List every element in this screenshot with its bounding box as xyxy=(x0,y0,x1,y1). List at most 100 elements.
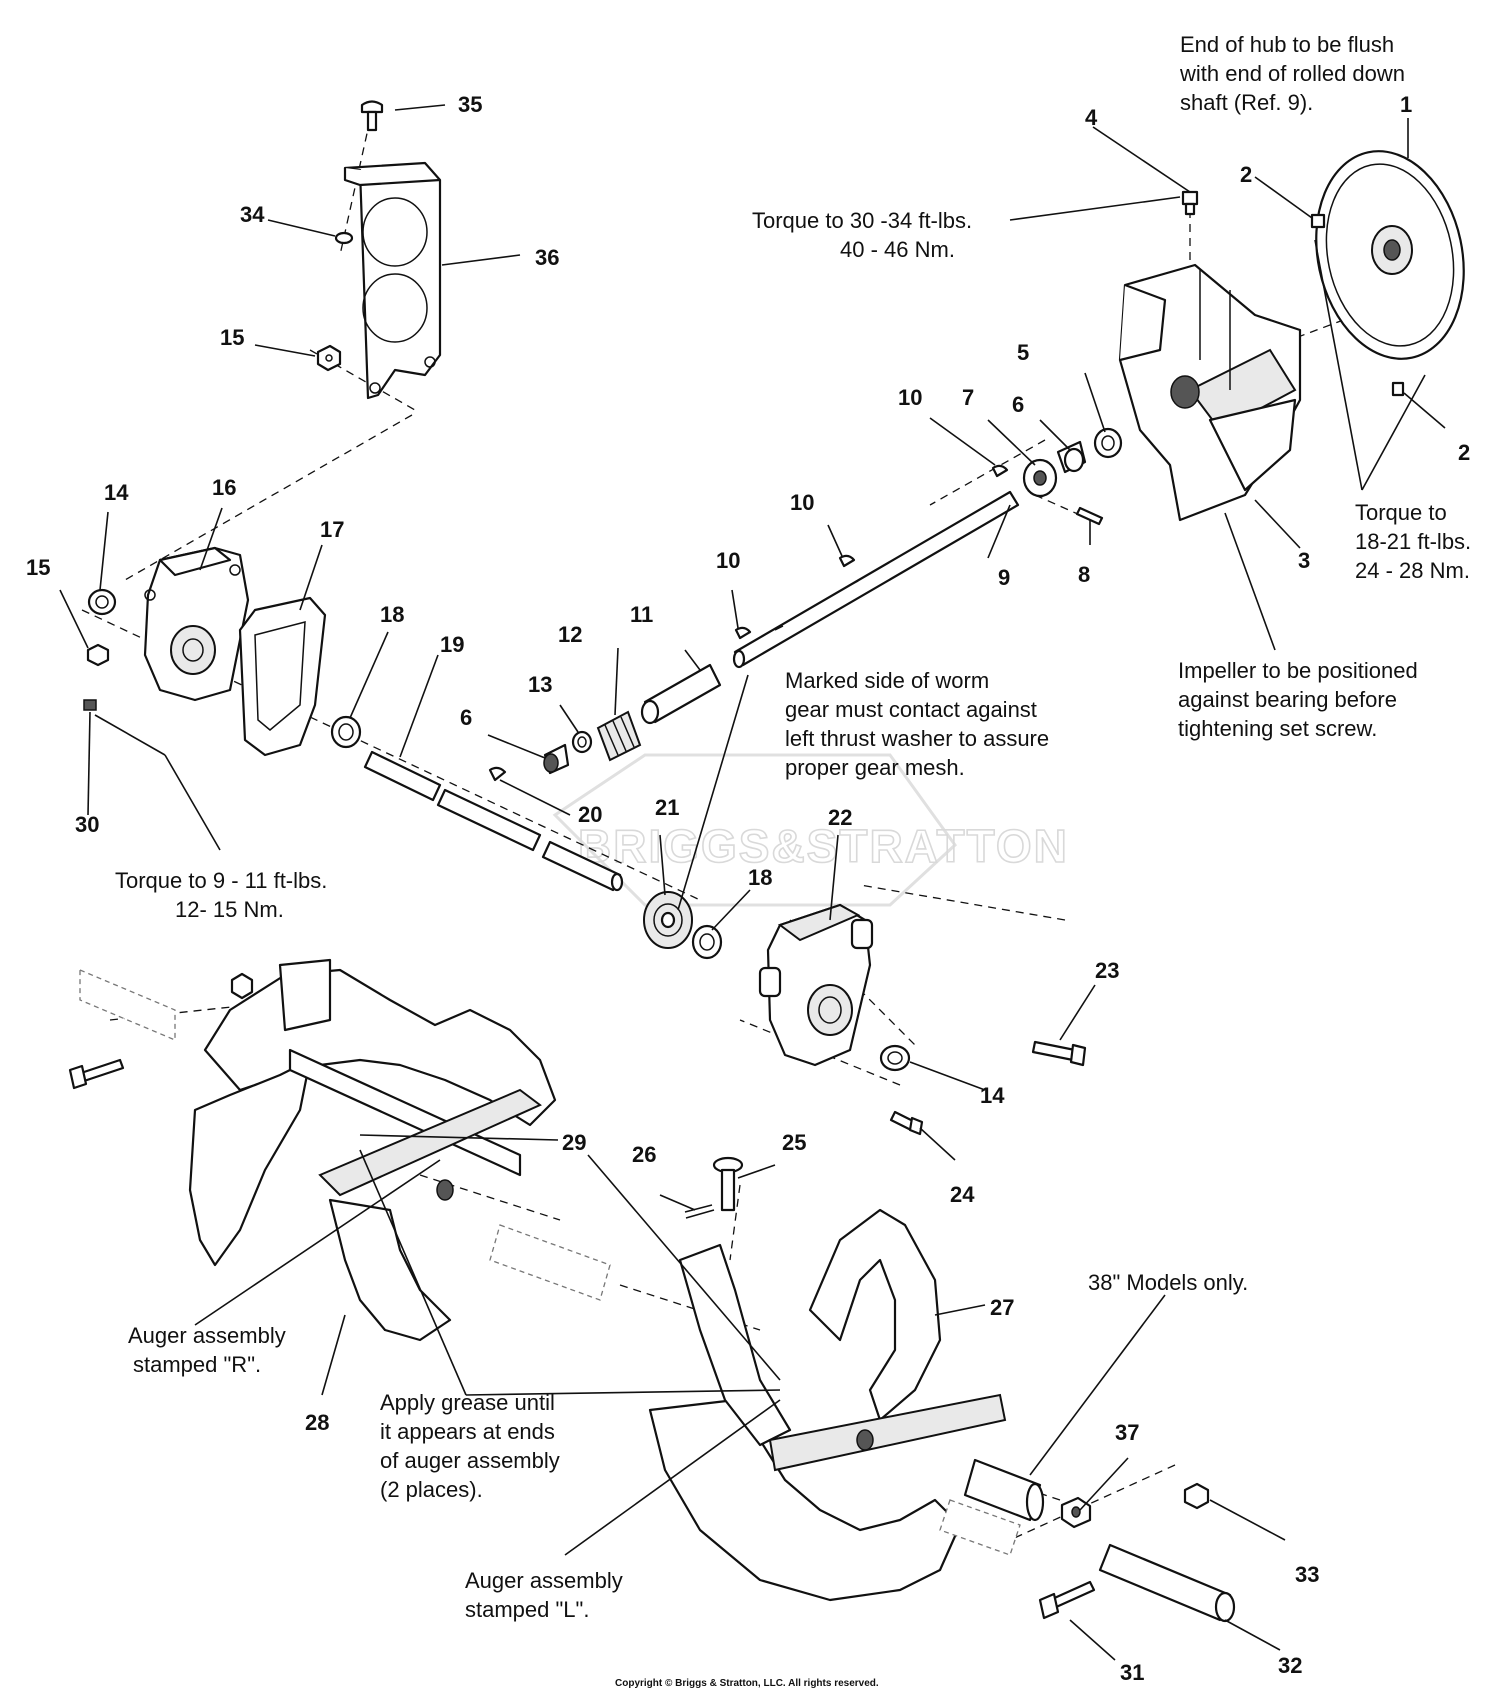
callout-36: 36 xyxy=(535,245,559,270)
watermark: BRIGGS&STRATTON xyxy=(552,753,1069,907)
callout-10-a: 10 xyxy=(898,385,922,410)
note-torque-9-11: Torque to 9 - 11 ft-lbs. 12- 15 Nm. xyxy=(115,868,327,922)
worm-gear-21 xyxy=(643,891,693,949)
svg-text:Apply grease until: Apply grease until xyxy=(380,1390,555,1415)
callout-4: 4 xyxy=(1085,105,1098,130)
callout-14-left: 14 xyxy=(104,480,129,505)
washer-13 xyxy=(571,730,593,754)
nut-15-left xyxy=(86,643,110,667)
cotter-26 xyxy=(684,1204,715,1219)
shaft-9 xyxy=(732,490,1020,669)
spacer-37-shaft xyxy=(963,1458,1045,1522)
callout-30: 30 xyxy=(75,812,99,837)
svg-text:with end of rolled down: with end of rolled down xyxy=(1179,61,1405,86)
bushing-6-right xyxy=(1056,440,1087,474)
setscrew-30 xyxy=(83,699,97,711)
pin-8 xyxy=(1075,506,1104,526)
auger-28 xyxy=(79,958,611,1342)
gasket-17 xyxy=(238,596,327,757)
svg-text:38" Models only.: 38" Models only. xyxy=(1088,1270,1248,1295)
key-10-c xyxy=(991,464,1009,478)
watermark-text: BRIGGS&STRATTON xyxy=(578,820,1069,872)
callout-13: 13 xyxy=(528,672,552,697)
callout-32: 32 xyxy=(1278,1653,1302,1678)
svg-text:left thrust washer to assure: left thrust washer to assure xyxy=(785,726,1049,751)
washer-18-left xyxy=(330,715,362,749)
svg-text:of auger assembly: of auger assembly xyxy=(380,1448,560,1473)
callout-15-left: 15 xyxy=(26,555,50,580)
callout-7: 7 xyxy=(962,385,974,410)
svg-text:Marked side of worm: Marked side of worm xyxy=(785,668,989,693)
svg-text:40 - 46 Nm.: 40 - 46 Nm. xyxy=(840,237,955,262)
svg-text:tightening set screw.: tightening set screw. xyxy=(1178,716,1377,741)
callout-6-right: 6 xyxy=(1012,392,1024,417)
setscrew-2-bottom xyxy=(1391,381,1405,397)
svg-text:stamped "R".: stamped "R". xyxy=(133,1352,261,1377)
seal-14-right xyxy=(879,1044,911,1072)
note-grease: Apply grease until it appears at ends of… xyxy=(380,1390,560,1502)
callout-29: 29 xyxy=(562,1130,586,1155)
callout-26: 26 xyxy=(632,1142,656,1167)
svg-text:Torque to: Torque to xyxy=(1355,500,1447,525)
auger-bolt-ghost xyxy=(68,1058,125,1090)
callout-33: 33 xyxy=(1295,1562,1319,1587)
callout-22: 22 xyxy=(828,805,852,830)
svg-text:it appears at ends: it appears at ends xyxy=(380,1419,555,1444)
note-worm-gear: Marked side of worm gear must contact ag… xyxy=(785,668,1049,780)
callout-28: 28 xyxy=(305,1410,329,1435)
clevis-pin-25 xyxy=(712,1156,744,1212)
callout-8: 8 xyxy=(1078,562,1090,587)
washer-5 xyxy=(1093,427,1123,459)
callout-2-bottom: 2 xyxy=(1458,440,1470,465)
callout-1: 1 xyxy=(1400,92,1412,117)
callout-10-b: 10 xyxy=(790,490,814,515)
collar-7 xyxy=(1022,458,1058,498)
callout-17: 17 xyxy=(320,517,344,542)
callout-numbers: 1 2 2 3 4 5 6 6 7 8 9 10 10 10 11 12 13 … xyxy=(26,92,1470,1685)
callout-2-top: 2 xyxy=(1240,162,1252,187)
svg-text:(2 places).: (2 places). xyxy=(380,1477,483,1502)
callout-25: 25 xyxy=(782,1130,806,1155)
copyright-text: Copyright © Briggs & Stratton, LLC. All … xyxy=(615,1678,879,1689)
callout-35: 35 xyxy=(458,92,482,117)
callout-23: 23 xyxy=(1095,958,1119,983)
svg-text:gear must contact against: gear must contact against xyxy=(785,697,1037,722)
bracket-36 xyxy=(343,161,442,400)
callout-6-left: 6 xyxy=(460,705,472,730)
note-auger-r: Auger assembly stamped "R". xyxy=(128,1323,286,1377)
svg-text:Auger assembly: Auger assembly xyxy=(465,1568,623,1593)
gear-case-22 xyxy=(758,903,874,1067)
key-10-a xyxy=(734,626,752,640)
bolt-31 xyxy=(1038,1580,1096,1620)
note-torque-18-21: Torque to 18-21 ft-lbs. 24 - 28 Nm. xyxy=(1355,500,1471,583)
svg-text:shaft (Ref. 9).: shaft (Ref. 9). xyxy=(1180,90,1313,115)
impeller-3 xyxy=(1118,263,1302,522)
svg-text:Torque to 30 -34 ft-lbs.: Torque to 30 -34 ft-lbs. xyxy=(752,208,972,233)
setscrew-2-top xyxy=(1310,213,1326,229)
gear-housing-16 xyxy=(143,546,250,702)
leader-lines xyxy=(59,104,1446,1661)
callout-10-c: 10 xyxy=(716,548,740,573)
spacer-11 xyxy=(640,663,722,725)
callout-21: 21 xyxy=(655,795,679,820)
auger-27 xyxy=(648,1208,1021,1602)
callout-15-top: 15 xyxy=(220,325,244,350)
callout-31: 31 xyxy=(1120,1660,1144,1685)
bushing-6-left xyxy=(543,743,570,775)
callout-16: 16 xyxy=(212,475,236,500)
callout-24: 24 xyxy=(950,1182,975,1207)
key-10-b xyxy=(838,554,856,568)
auger-nut-ghost xyxy=(230,972,254,1000)
tube-32 xyxy=(1098,1543,1236,1623)
bolt-35 xyxy=(360,100,384,132)
note-impeller: Impeller to be positioned against bearin… xyxy=(1178,658,1418,741)
callout-34: 34 xyxy=(240,202,265,227)
washer-34 xyxy=(334,231,354,245)
callout-18-right: 18 xyxy=(748,865,772,890)
note-hub-flush: End of hub to be flush with end of rolle… xyxy=(1179,32,1405,115)
worm-12 xyxy=(596,710,642,762)
callout-20: 20 xyxy=(578,802,602,827)
nut-15-top xyxy=(316,344,342,372)
nut-33 xyxy=(1183,1482,1210,1510)
